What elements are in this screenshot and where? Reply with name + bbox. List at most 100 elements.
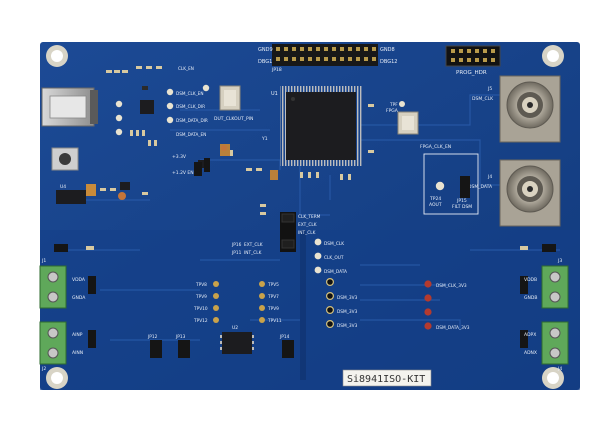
jp13-label: JP13 — [175, 334, 186, 340]
tpv10-label: TPV10 — [193, 306, 208, 312]
dsm-clk-en-label: DSM_CLK_EN — [176, 91, 203, 96]
j4b-label: J4 — [557, 366, 562, 372]
dsm-data-dir-label: DSM_DATA_DIR — [176, 118, 208, 123]
oscillator — [219, 85, 241, 111]
bnc-connector-bottom — [499, 159, 561, 227]
plus33v-label: +3.3V — [172, 154, 187, 160]
tpv11-label: TPV11 — [267, 318, 282, 324]
int-clk-out-label: INT_CLK — [244, 250, 262, 256]
fpga-oscillator — [397, 111, 419, 135]
gndb-label: GNDB — [524, 295, 537, 301]
prog-header — [445, 45, 501, 67]
jumper-12v — [194, 162, 202, 176]
resistor-left-edge — [86, 246, 94, 250]
y1-label: Y1 — [261, 136, 268, 142]
bnc-top-label: DSM_CLK — [472, 96, 494, 102]
jumper-top-1 — [204, 158, 210, 172]
ic-small-4 — [198, 160, 208, 168]
ic-small-2 — [56, 190, 86, 204]
push-button — [51, 147, 79, 171]
header-label-dbg12: DBG12 — [380, 59, 397, 65]
jumper-right-bottom — [520, 330, 528, 348]
dsm-data-en-label: DSM_DATA_EN — [176, 132, 206, 137]
tp-clk-out-label: CLK_OUT — [324, 255, 344, 261]
mounting-holes — [46, 45, 564, 389]
tp-clk-3v3-label: DSM_CLK_3V3 — [436, 283, 467, 289]
ic-small-3 — [120, 182, 130, 190]
clk-en-label: CLK_EN — [178, 66, 194, 71]
vddb-label: VDDB — [524, 277, 537, 283]
bnc-top-ref: J5 — [487, 86, 492, 92]
ext-clk-in-label: EXT_CLK — [244, 242, 263, 248]
terminal-block-j2 — [39, 321, 67, 365]
bnc-connector-top — [499, 75, 561, 143]
terminal-block-j1 — [39, 265, 67, 309]
dsm-testpoints — [314, 238, 335, 329]
passive-components — [100, 66, 374, 215]
kit-label: Si8941ISO-KIT — [347, 374, 425, 385]
header-label-dbg1: DBG1 — [258, 59, 272, 65]
j3-label: J3 — [557, 258, 562, 264]
jumper-block-center — [280, 212, 296, 252]
fpga-ref-u1: U1 — [271, 91, 278, 97]
int-clk-label: INT_CLK — [298, 230, 316, 236]
tp-dsm-clk-label: DSM_CLK — [324, 241, 344, 247]
dsm-clk-dir-label: DSM_CLK_DIR — [176, 104, 205, 109]
jp15-label: JP15 — [456, 198, 467, 204]
tpv12-label: TPV12 — [193, 318, 208, 324]
jumper-left-bottom — [88, 330, 96, 348]
gnda-label: GNDA — [72, 295, 86, 301]
terminal-block-j3 — [541, 265, 569, 309]
adnx-label: ADNX — [524, 350, 537, 356]
filt-dsm-label: FILT DSM — [452, 204, 472, 210]
jumper-right-top — [520, 276, 528, 294]
tp24-label: TP24 — [429, 196, 441, 202]
tpv8-label: TPV8 — [195, 282, 207, 288]
tpv7-label: TPV7 — [267, 294, 279, 300]
tp-data-3v3-label: DSM_DATA_3V3 — [436, 325, 470, 331]
isolation-gap — [300, 230, 306, 380]
header-ref-jp18: JP18 — [271, 67, 282, 73]
tp-fpga — [399, 101, 405, 107]
jumper-left-edge — [54, 244, 68, 252]
vdda-label: VDDA — [72, 277, 86, 283]
tp-3v3-c-label: DSM_3V3 — [337, 323, 358, 329]
jp14-label: JP14 — [279, 334, 290, 340]
jumper-jp13 — [178, 340, 190, 358]
top-pin-header — [272, 44, 378, 66]
tp-3v3-b-label: DSM_3V3 — [337, 309, 358, 315]
bnc-bottom-label: DSM_DATA — [468, 184, 493, 190]
clk-term-label: CLK_TERM — [298, 214, 321, 220]
cap-5 — [221, 145, 227, 151]
tp-dsm-data-label: DSM_DATA — [324, 269, 347, 275]
test-points-top — [115, 84, 210, 136]
cap-1 — [86, 184, 96, 196]
tpv-right — [259, 281, 265, 323]
bnc-bottom-ref: J4 — [487, 174, 492, 180]
jp11-label: JP11 — [231, 250, 242, 256]
terminal-block-j4 — [541, 321, 569, 365]
header-label-gnd9: GND9 — [258, 47, 273, 53]
aout-label: AOUT — [429, 202, 442, 208]
jp12-label: JP12 — [147, 334, 158, 340]
tpv9-label: TPV9 — [195, 294, 207, 300]
dut-clkout-label: DUT_CLKOUT_PIN — [214, 116, 253, 122]
aout-filter-box — [423, 153, 479, 215]
u2-label: U2 — [232, 325, 238, 331]
cap-3 — [270, 170, 278, 180]
ic-small-1 — [140, 100, 154, 114]
kit-label-sticker — [342, 369, 432, 387]
ic-ref-u4: U4 — [60, 184, 66, 190]
ainn-label: AINN — [72, 350, 83, 356]
fpga-label: FPGA — [386, 108, 399, 114]
ext-clk-label: EXT_CLK — [298, 222, 317, 228]
jp16-label: JP16 — [231, 242, 242, 248]
resistor-right-edge — [520, 246, 528, 250]
plus12v-en-label: +1.2V EN — [172, 170, 194, 176]
jumper-left-top — [88, 276, 96, 294]
j2-label: J2 — [41, 366, 46, 372]
jumper-right-edge — [542, 244, 556, 252]
led-1 — [142, 86, 148, 90]
jumper-jp12 — [150, 340, 162, 358]
tpv-left — [213, 281, 219, 323]
